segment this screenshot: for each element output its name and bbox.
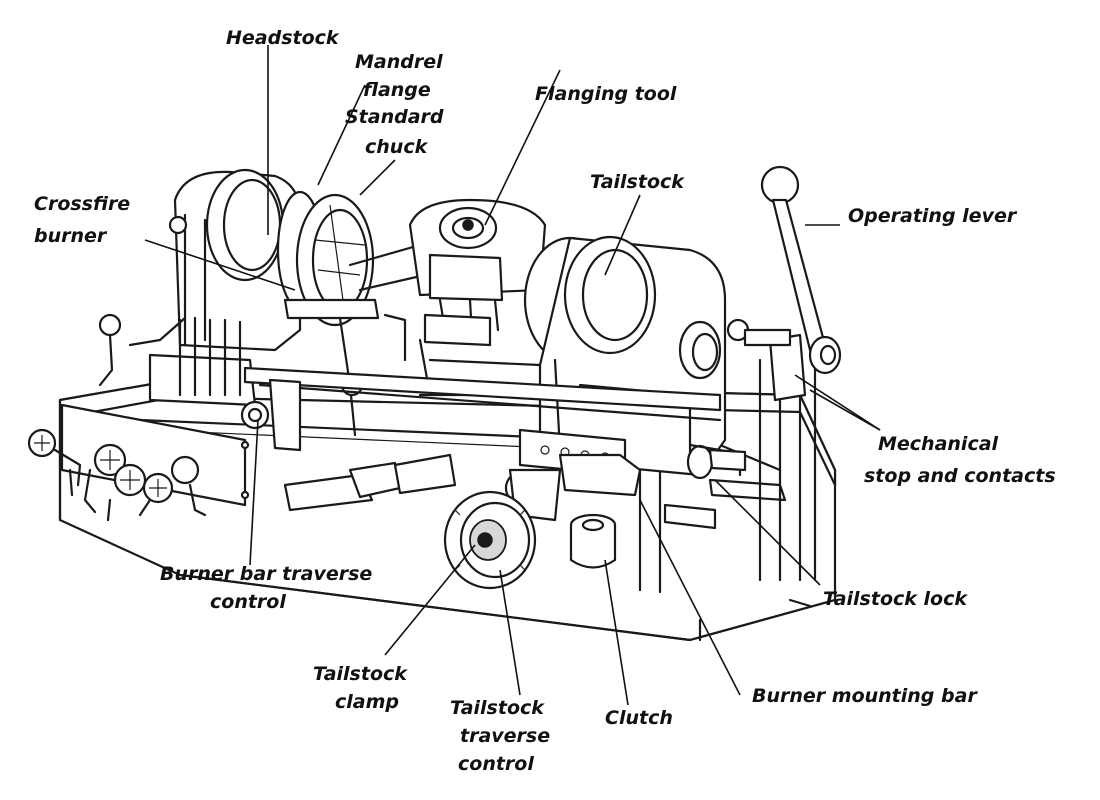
label-tailstock-traverse-3: control bbox=[458, 753, 534, 775]
label-tailstock-lock: Tailstock lock bbox=[823, 588, 968, 610]
burner-mounting-bar bbox=[240, 366, 722, 452]
leader-mechanical-stop-2 bbox=[809, 389, 881, 431]
label-chuck: chuck bbox=[365, 136, 429, 158]
leader-mandrel-flange bbox=[317, 84, 366, 186]
lathe-machine bbox=[27, 165, 842, 642]
leader-tailstock-lock bbox=[714, 479, 821, 586]
label-operating-lever: Operating lever bbox=[848, 205, 1018, 227]
label-tailstock-clamp-2: clamp bbox=[335, 691, 399, 713]
tailstock-lock bbox=[686, 443, 747, 480]
label-stop-and-contacts: stop and contacts bbox=[864, 465, 1056, 487]
leader-flanging-tool bbox=[484, 69, 561, 226]
label-mandrel: Mandrel bbox=[355, 51, 443, 73]
tailstock bbox=[518, 235, 750, 477]
leader-mechanical-stop-1 bbox=[794, 374, 881, 431]
leader-tailstock-traverse bbox=[499, 569, 521, 696]
label-mechanical: Mechanical bbox=[878, 433, 999, 455]
label-standard: Standard bbox=[345, 106, 444, 128]
leader-burner-mounting-bar bbox=[639, 499, 741, 696]
leader-clutch bbox=[604, 559, 629, 706]
label-crossfire: Crossfire bbox=[34, 193, 130, 215]
label-burner-mounting-bar: Burner mounting bar bbox=[752, 685, 978, 707]
label-tailstock-top: Tailstock bbox=[590, 171, 685, 193]
label-burner: burner bbox=[34, 225, 108, 247]
gas-valves bbox=[27, 428, 207, 522]
label-flange: flange bbox=[363, 79, 431, 101]
label-headstock: Headstock bbox=[226, 27, 340, 49]
label-tailstock-traverse-2: traverse bbox=[460, 725, 550, 747]
leader-tailstock-clamp bbox=[384, 544, 476, 656]
front-shafts bbox=[283, 453, 787, 530]
tailstock-traverse-handwheel bbox=[443, 490, 537, 590]
valve-panel bbox=[27, 403, 250, 522]
callout-labels: Headstock Mandrel flange Standard chuck … bbox=[34, 27, 1056, 775]
leader-standard-chuck bbox=[359, 159, 396, 196]
label-tailstock-traverse-1: Tailstock bbox=[450, 697, 545, 719]
headstock bbox=[168, 168, 375, 352]
clutch bbox=[569, 513, 617, 569]
flanging-tool bbox=[408, 198, 562, 397]
leader-tailstock-top bbox=[604, 194, 641, 276]
label-control-1: control bbox=[210, 591, 286, 613]
leader-crossfire-burner bbox=[144, 239, 296, 291]
leader-burner-bar-traverse bbox=[249, 419, 259, 566]
label-clutch: Clutch bbox=[605, 707, 673, 729]
crossfire-burner-assembly bbox=[98, 243, 432, 437]
label-burner-bar-traverse: Burner bar traverse bbox=[160, 563, 372, 585]
label-tailstock-clamp-1: Tailstock bbox=[313, 663, 408, 685]
operating-lever bbox=[743, 165, 842, 402]
leader-lines bbox=[144, 45, 881, 706]
label-flanging-tool: Flanging tool bbox=[535, 83, 677, 105]
